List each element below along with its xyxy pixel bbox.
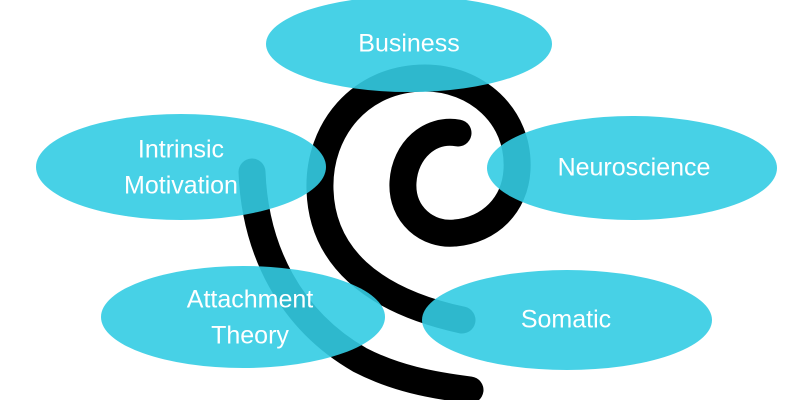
node-attachment-theory[interactable]: Attachment Theory — [101, 266, 385, 368]
node-neuroscience[interactable]: Neuroscience — [487, 116, 777, 220]
node-neuroscience-label: Neuroscience — [558, 154, 711, 182]
node-neuroscience-shape — [487, 116, 777, 220]
node-somatic[interactable]: Somatic — [422, 270, 712, 370]
node-intrinsic-motivation-label-line2: Motivation — [124, 172, 238, 200]
node-somatic-shape — [422, 270, 712, 370]
spiral-main-stroke — [306, 64, 531, 334]
node-attachment-theory-label-line1: Attachment — [187, 286, 314, 314]
node-somatic-label: Somatic — [521, 306, 611, 334]
node-business-label: Business — [358, 30, 459, 58]
node-business[interactable]: Business — [266, 0, 552, 92]
node-attachment-theory-label-line2: Theory — [211, 322, 289, 350]
node-intrinsic-motivation-shape — [36, 114, 326, 220]
node-business-shape — [266, 0, 552, 92]
node-attachment-theory-shape — [101, 266, 385, 368]
node-intrinsic-motivation-label-line1: Intrinsic — [138, 136, 224, 164]
node-intrinsic-motivation[interactable]: Intrinsic Motivation — [36, 114, 326, 220]
